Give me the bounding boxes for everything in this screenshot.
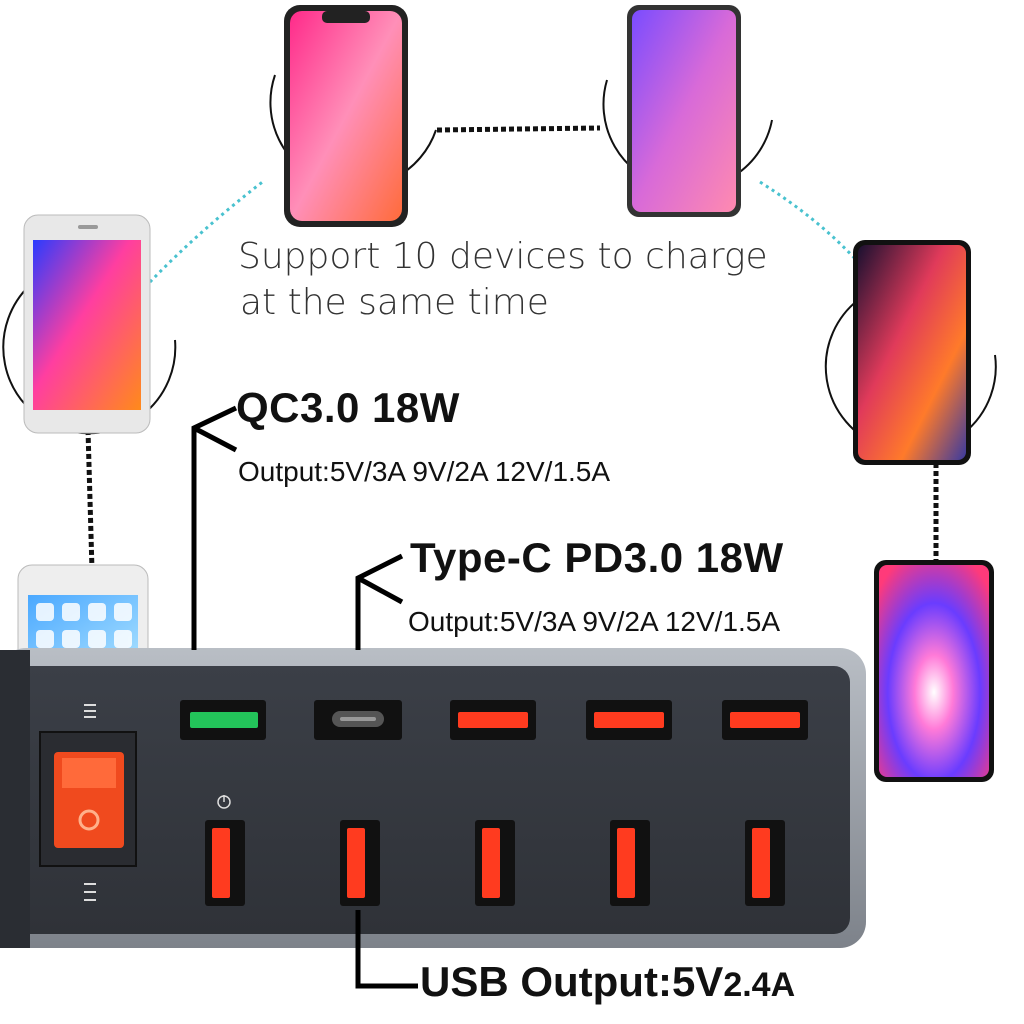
usb-callout-line <box>355 910 418 989</box>
qc-callout-line <box>191 405 238 650</box>
phone-icon <box>627 5 741 217</box>
usb-port-icon <box>450 700 536 740</box>
usb-output-current: 2.4A <box>723 966 796 1004</box>
usb-port-icon <box>586 700 672 740</box>
phone-icon <box>17 564 149 666</box>
phone-icon <box>853 240 971 465</box>
typec-title: Type-C PD3.0 18W <box>410 534 784 581</box>
typec-output: Output:5V/3A 9V/2A 12V/1.5A <box>408 606 781 637</box>
power-indicator-icon <box>217 795 231 809</box>
phone-icon <box>874 560 994 782</box>
headline-line-2: at the same time <box>240 282 549 323</box>
charging-cable-right <box>759 180 860 264</box>
braided-cable-left <box>85 429 95 571</box>
usb-port-icon <box>475 820 515 906</box>
phone-icon <box>23 214 151 434</box>
qc-usb-port-icon <box>180 700 266 740</box>
usb-output-title: USB Output:5V2.4A <box>420 958 795 1006</box>
power-switch-icon <box>39 704 137 901</box>
phone-icon <box>284 5 408 227</box>
usb-port-icon <box>610 820 650 906</box>
qc-title: QC3.0 18W <box>236 384 460 431</box>
headline-line-1: Support 10 devices to charge <box>238 236 768 277</box>
charging-cable-left <box>148 178 266 284</box>
typec-callout-line <box>355 553 404 650</box>
usb-port-icon <box>722 700 808 740</box>
braided-cable-top <box>436 125 601 133</box>
usb-port-icon <box>745 820 785 906</box>
usb-port-icon <box>340 820 380 906</box>
usbc-port-icon <box>314 700 402 740</box>
qc-output: Output:5V/3A 9V/2A 12V/1.5A <box>238 456 611 487</box>
usb-output-voltage: USB Output:5V <box>420 958 724 1005</box>
usb-port-icon <box>205 820 245 906</box>
